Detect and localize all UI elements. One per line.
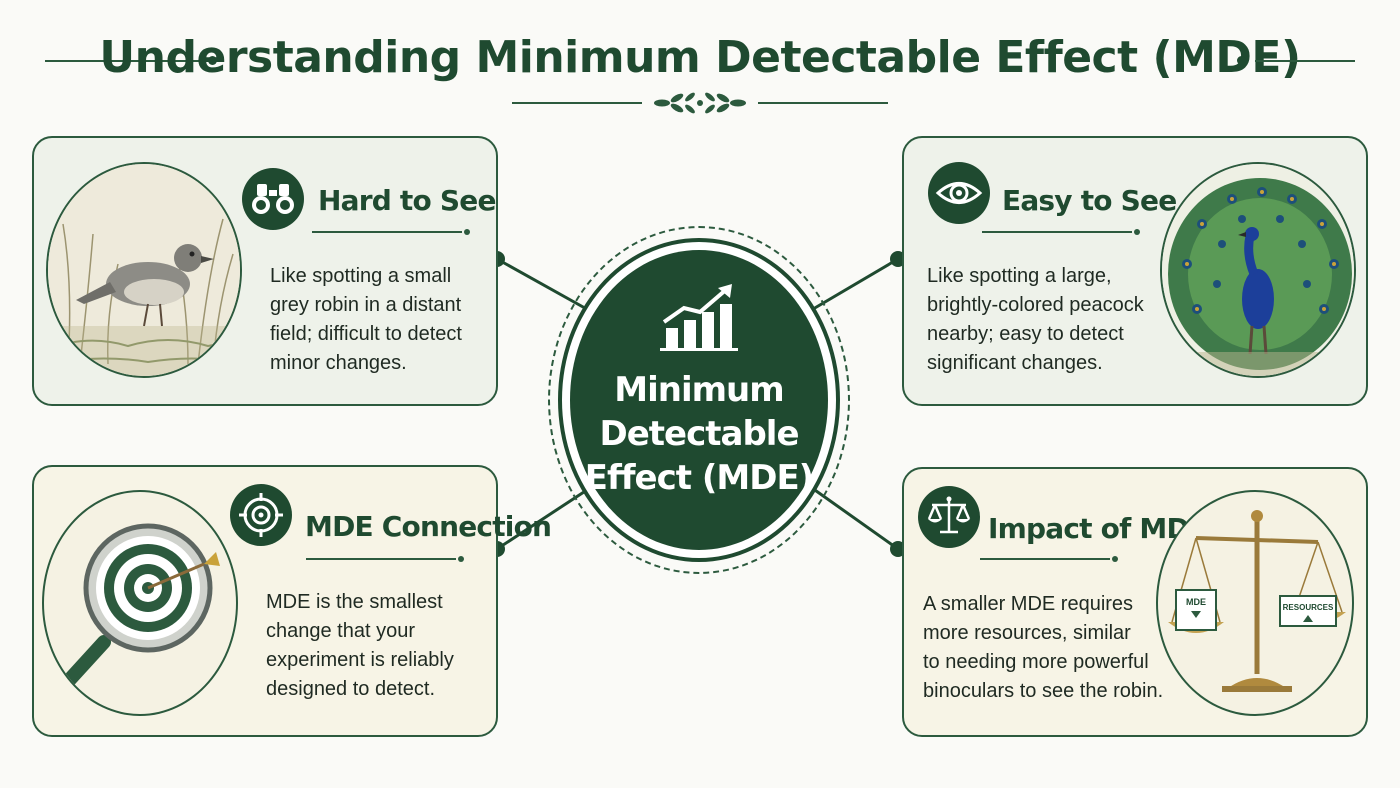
- card-title-hard-to-see: Hard to See: [318, 184, 496, 217]
- title-dot-left: [208, 56, 217, 65]
- balance-scale-illustration: MDE RESOURCES: [1156, 490, 1354, 716]
- desc-line: significant changes.: [927, 352, 1103, 374]
- desc-line: minor changes.: [270, 352, 407, 374]
- scale-label-mde: MDE: [1186, 597, 1206, 607]
- title-block: Understanding Minimum Detectable Effect …: [0, 22, 1400, 92]
- desc-line: designed to detect.: [266, 678, 436, 700]
- hub-title-line: Detectable: [599, 414, 800, 454]
- balance-scale-icon: [1168, 510, 1346, 692]
- card-desc-mde-connection: MDE is the smallest change that your exp…: [266, 588, 454, 704]
- hub-title-line: Minimum: [614, 370, 784, 410]
- card-underline: [306, 556, 464, 562]
- card-desc-easy-to-see: Like spotting a large, brightly-colored …: [927, 262, 1144, 378]
- card-desc-hard-to-see: Like spotting a small grey robin in a di…: [270, 262, 462, 378]
- desc-line: MDE is the smallest: [266, 591, 443, 613]
- desc-line: experiment is reliably: [266, 649, 454, 671]
- scales-icon: [918, 486, 980, 548]
- title-rule-right: [1255, 60, 1355, 62]
- card-title-mde-connection: MDE Connection: [305, 510, 552, 543]
- card-underline: [980, 556, 1118, 562]
- desc-line: more resources, similar: [923, 622, 1131, 644]
- card-desc-impact-of-mde: A smaller MDE requires more resources, s…: [923, 590, 1163, 706]
- peacock-icon: [1162, 164, 1354, 376]
- leaf-ornament-icon: [512, 92, 888, 114]
- desc-line: Like spotting a small: [270, 265, 452, 287]
- card-underline: [982, 229, 1140, 235]
- peacock-illustration: [1160, 162, 1356, 378]
- robin-icon: [48, 164, 240, 376]
- magnifier-target-icon: [55, 523, 220, 695]
- card-title-easy-to-see: Easy to See: [1002, 184, 1177, 217]
- target-illustration: [42, 490, 238, 716]
- binoculars-icon: [242, 168, 304, 230]
- growth-chart-icon: [660, 284, 738, 351]
- desc-line: nearby; easy to detect: [927, 323, 1124, 345]
- title-rule-left: [45, 60, 203, 62]
- scale-label-resources: RESOURCES: [1283, 603, 1334, 612]
- crosshair-icon: [230, 484, 292, 546]
- desc-line: to needing more powerful: [923, 651, 1149, 673]
- card-underline: [312, 229, 470, 235]
- page-title: Understanding Minimum Detectable Effect …: [99, 32, 1301, 83]
- desc-line: Like spotting a large,: [927, 265, 1112, 287]
- eye-icon: [928, 162, 990, 224]
- desc-line: grey robin in a distant: [270, 294, 462, 316]
- title-dot-right: [1237, 56, 1246, 65]
- card-title-impact-of-mde: Impact of MDE: [988, 512, 1208, 545]
- hub-title: Minimum Detectable Effect (MDE): [570, 368, 828, 500]
- desc-line: brightly-colored peacock: [927, 294, 1144, 316]
- desc-line: binoculars to see the robin.: [923, 680, 1164, 702]
- desc-line: change that your: [266, 620, 415, 642]
- hub-title-line: Effect (MDE): [584, 458, 814, 498]
- robin-illustration: [46, 162, 242, 378]
- central-hub: [570, 250, 828, 550]
- desc-line: A smaller MDE requires: [923, 593, 1134, 615]
- desc-line: field; difficult to detect: [270, 323, 462, 345]
- hub-dashed-ring: [548, 226, 850, 574]
